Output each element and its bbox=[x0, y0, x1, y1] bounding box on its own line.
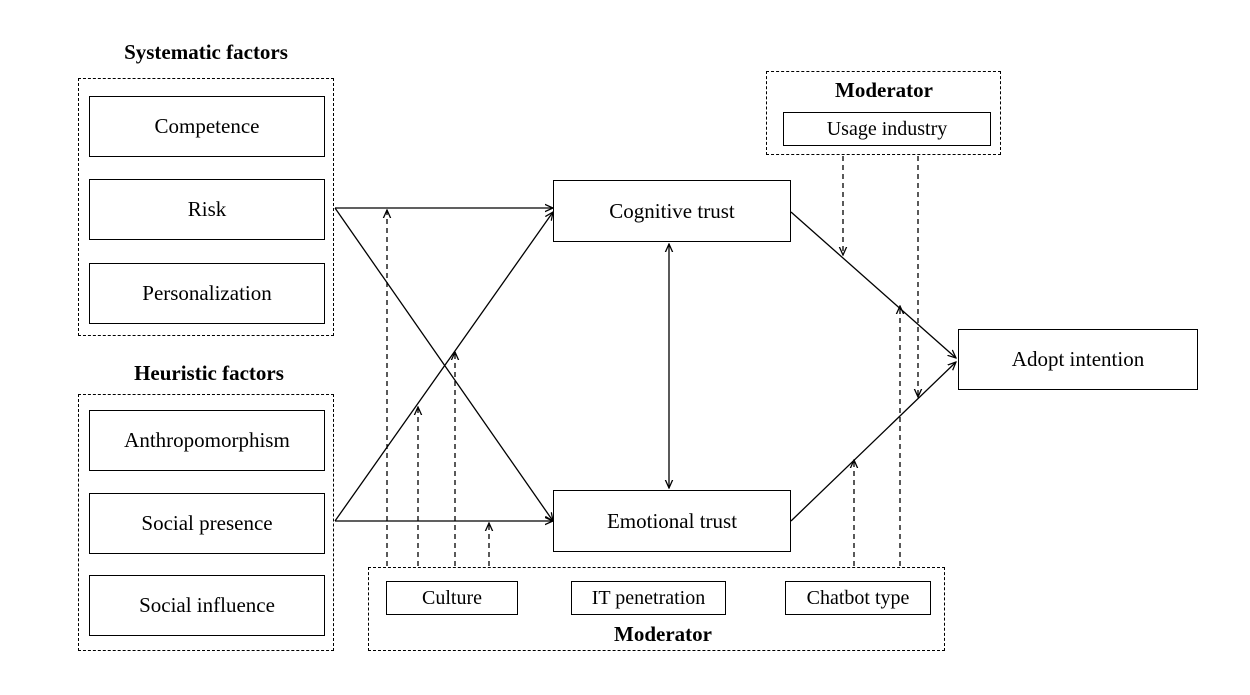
moderator-bottom-group bbox=[368, 567, 945, 651]
factor-anthropomorphism: Anthropomorphism bbox=[89, 410, 325, 471]
systematic-factors-group bbox=[78, 78, 334, 336]
systematic-factors-title: Systematic factors bbox=[124, 40, 288, 64]
factor-social-influence: Social influence bbox=[89, 575, 325, 636]
cognitive-trust-box: Cognitive trust bbox=[553, 180, 791, 242]
arrow-cognitive-to-adopt bbox=[790, 211, 956, 358]
usage-industry-box: Usage industry bbox=[783, 112, 991, 146]
arrow-emotional-to-adopt bbox=[790, 362, 956, 522]
it-penetration-box: IT penetration bbox=[571, 581, 726, 615]
factor-personalization: Personalization bbox=[89, 263, 325, 324]
emotional-trust-box: Emotional trust bbox=[553, 490, 791, 552]
moderator-bottom-title: Moderator bbox=[614, 622, 712, 646]
arrow-social-presence-to-cognitive-trust bbox=[334, 212, 553, 522]
chatbot-type-box: Chatbot type bbox=[785, 581, 931, 615]
factor-risk: Risk bbox=[89, 179, 325, 240]
adopt-intention-box: Adopt intention bbox=[958, 329, 1198, 390]
factor-social-presence: Social presence bbox=[89, 493, 325, 554]
arrow-risk-to-emotional-trust bbox=[334, 207, 553, 521]
moderator-top-title: Moderator bbox=[835, 78, 933, 102]
moderator-top-group bbox=[766, 71, 1001, 155]
heuristic-factors-title: Heuristic factors bbox=[134, 361, 284, 385]
factor-competence: Competence bbox=[89, 96, 325, 157]
culture-box: Culture bbox=[386, 581, 518, 615]
heuristic-factors-group bbox=[78, 394, 334, 651]
